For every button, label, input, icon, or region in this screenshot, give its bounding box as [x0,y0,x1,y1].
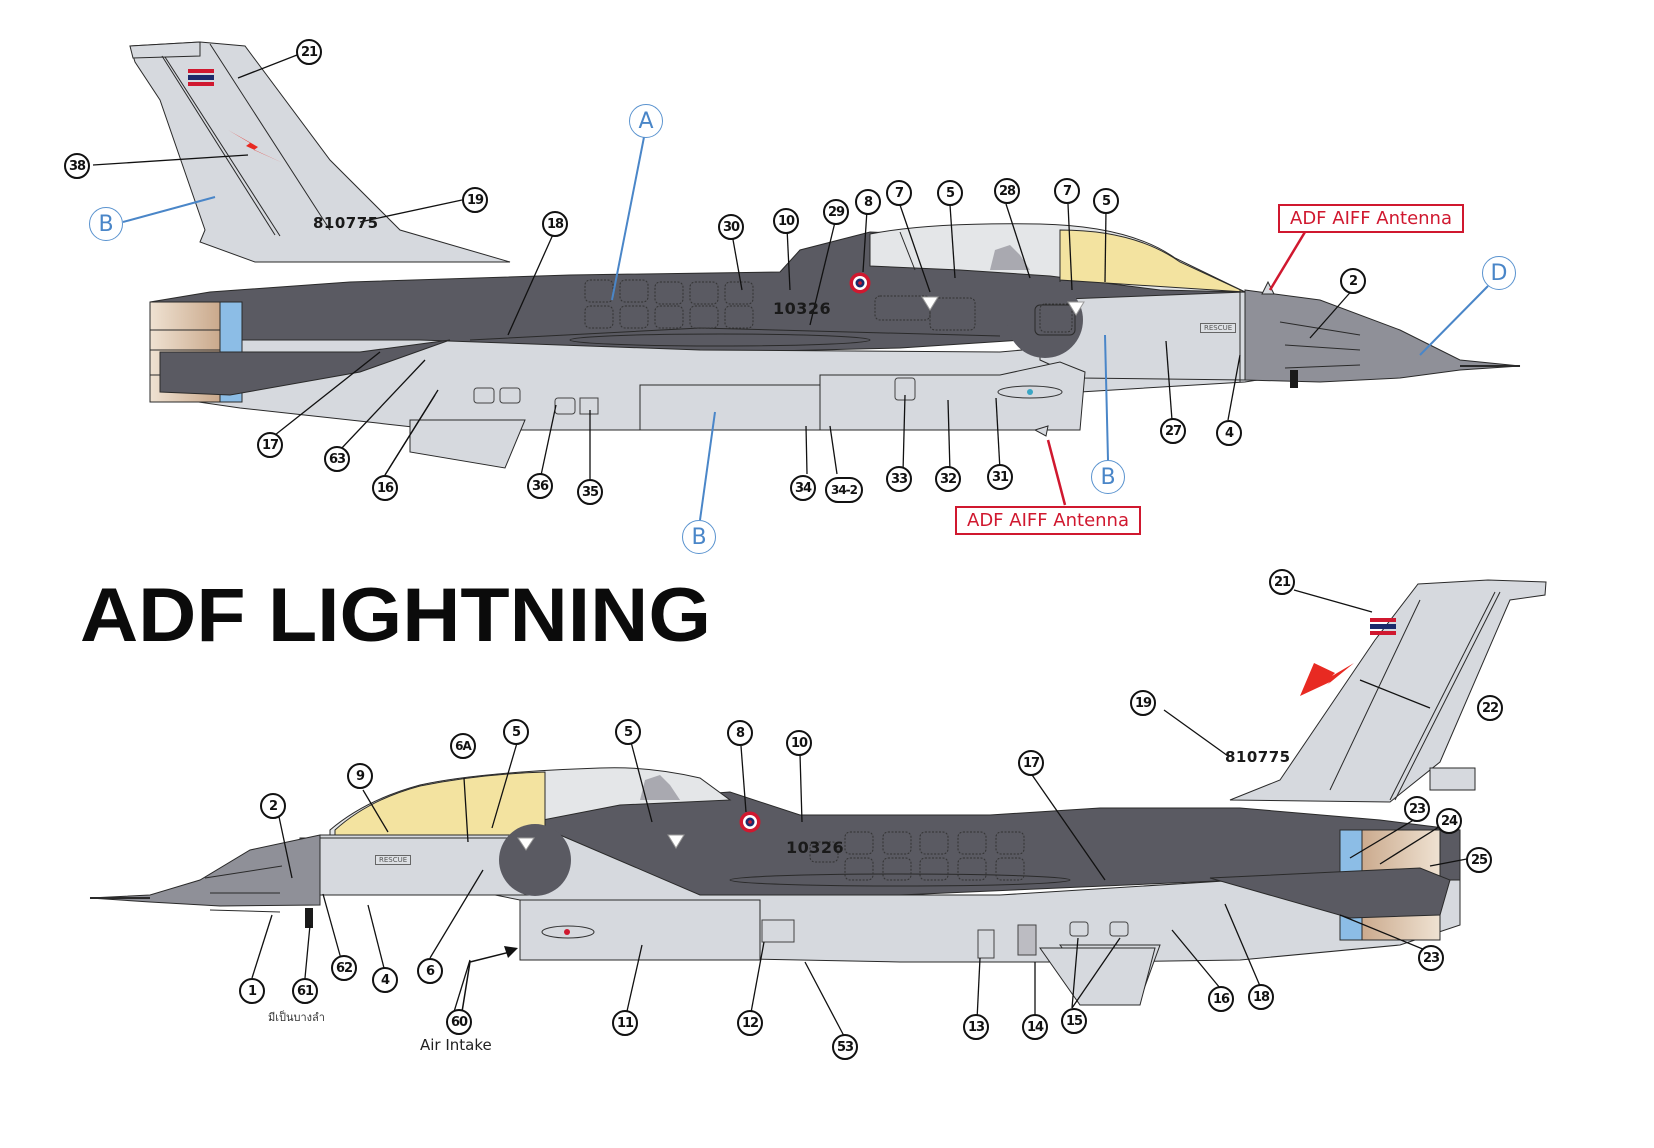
callout-14: 14 [1022,1014,1048,1040]
callout-30: 30 [718,214,744,240]
air-intake-label: Air Intake [420,1036,492,1054]
callout-22: 22 [1477,695,1503,721]
callout-8: 8 [855,189,881,215]
callout-63: 63 [324,446,350,472]
callout-2-bottom: 2 [260,793,286,819]
bottom-fuselage-serial: 10326 [786,838,845,857]
callout-18: 18 [542,211,568,237]
callout-12: 12 [737,1010,763,1036]
callout-10: 10 [773,208,799,234]
section-marker-a: A [629,104,663,138]
callout-7: 7 [886,180,912,206]
section-marker-b-intake: B [682,520,716,554]
top-aircraft [129,41,1521,469]
callout-28: 28 [994,178,1020,204]
callout-61: 61 [292,978,318,1004]
callout-60: 60 [446,1009,472,1035]
bottom-aircraft [89,579,1547,1006]
callout-19: 19 [462,187,488,213]
callout-36: 36 [527,473,553,499]
bottom-rescue-label: RESCUE [375,855,412,865]
callout-7b: 7 [1054,178,1080,204]
antenna-label-bottom: ADF AIFF Antenna [955,506,1141,535]
callout-1: 1 [239,978,265,1004]
callout-35: 35 [577,479,603,505]
callout-32: 32 [935,466,961,492]
callout-8-bottom: 8 [727,720,753,746]
callout-62: 62 [331,955,357,981]
callout-2: 2 [1340,268,1366,294]
callout-21: 21 [296,39,322,65]
callout-21-bottom: 21 [1269,569,1295,595]
callout-5-bottom-a: 5 [503,719,529,745]
callout-9: 9 [347,763,373,789]
bottom-leader-lines [251,589,1473,1037]
callout-31: 31 [987,464,1013,490]
top-fuselage-serial: 10326 [773,299,832,318]
air-intake-arrow [461,946,518,1013]
callout-5b: 5 [1093,188,1119,214]
top-rescue-label: RESCUE [1200,323,1237,333]
callout-16-bottom: 16 [1208,986,1234,1012]
callout-6: 6 [417,958,443,984]
callout-34-2: 34-2 [825,477,863,503]
page-title: ADF LIGHTNING [80,573,711,658]
antenna-leader-lines [1046,231,1307,506]
callout-19-bottom: 19 [1130,690,1156,716]
top-section-lines [122,131,1489,521]
callout-4: 4 [1216,420,1242,446]
callout-53: 53 [832,1034,858,1060]
callout-5-bottom-b: 5 [615,719,641,745]
callout-29: 29 [823,199,849,225]
top-leader-lines [92,54,1356,482]
callout-17: 17 [257,432,283,458]
callout-13: 13 [963,1014,989,1040]
callout-10-bottom: 10 [786,730,812,756]
callout-6a: 6A [450,733,476,759]
callout-33: 33 [886,466,912,492]
callout-23-bottom: 23 [1418,945,1444,971]
callout-25: 25 [1466,847,1492,873]
callout-17-bottom: 17 [1018,750,1044,776]
section-marker-b-forward: B [1091,460,1125,494]
section-marker-b-tail: B [89,207,123,241]
callout-23-top: 23 [1404,796,1430,822]
antenna-label-top: ADF AIFF Antenna [1278,204,1464,233]
callout-5: 5 [937,180,963,206]
section-marker-d-nose: D [1482,256,1516,290]
thai-note: มีเป็นบางลำ [268,1011,325,1024]
callout-16: 16 [372,475,398,501]
callout-34: 34 [790,475,816,501]
callout-15: 15 [1061,1008,1087,1034]
callout-38: 38 [64,153,90,179]
callout-11: 11 [612,1010,638,1036]
top-tail-serial: 810775 [313,214,379,232]
bottom-tail-serial: 810775 [1225,748,1291,766]
callout-4-bottom: 4 [372,967,398,993]
callout-18-bottom: 18 [1248,984,1274,1010]
callout-27: 27 [1160,418,1186,444]
callout-24: 24 [1436,808,1462,834]
